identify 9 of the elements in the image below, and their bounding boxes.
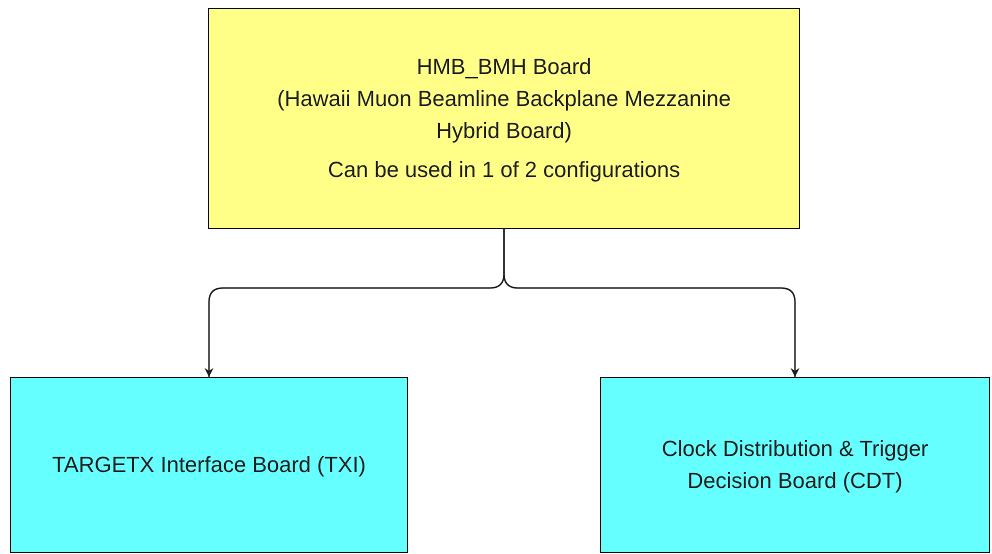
- board-box: [600, 377, 990, 553]
- board-note: Can be used in 1 of 2 configurations: [328, 156, 680, 184]
- board-label: (Hawaii Muon Beamline Backplane Mezzanine Hybrid Board): [276, 84, 732, 145]
- board-title: HMB_BMH Board: [416, 52, 592, 81]
- arrow: [503, 229, 800, 377]
- board-label: Clock Distribution & Trigger Decision Board (CDT): [660, 435, 930, 495]
- board-label: TARGETX Interface Board (TXI): [52, 451, 366, 480]
- board-box: [208, 8, 800, 229]
- board-box: [10, 377, 408, 553]
